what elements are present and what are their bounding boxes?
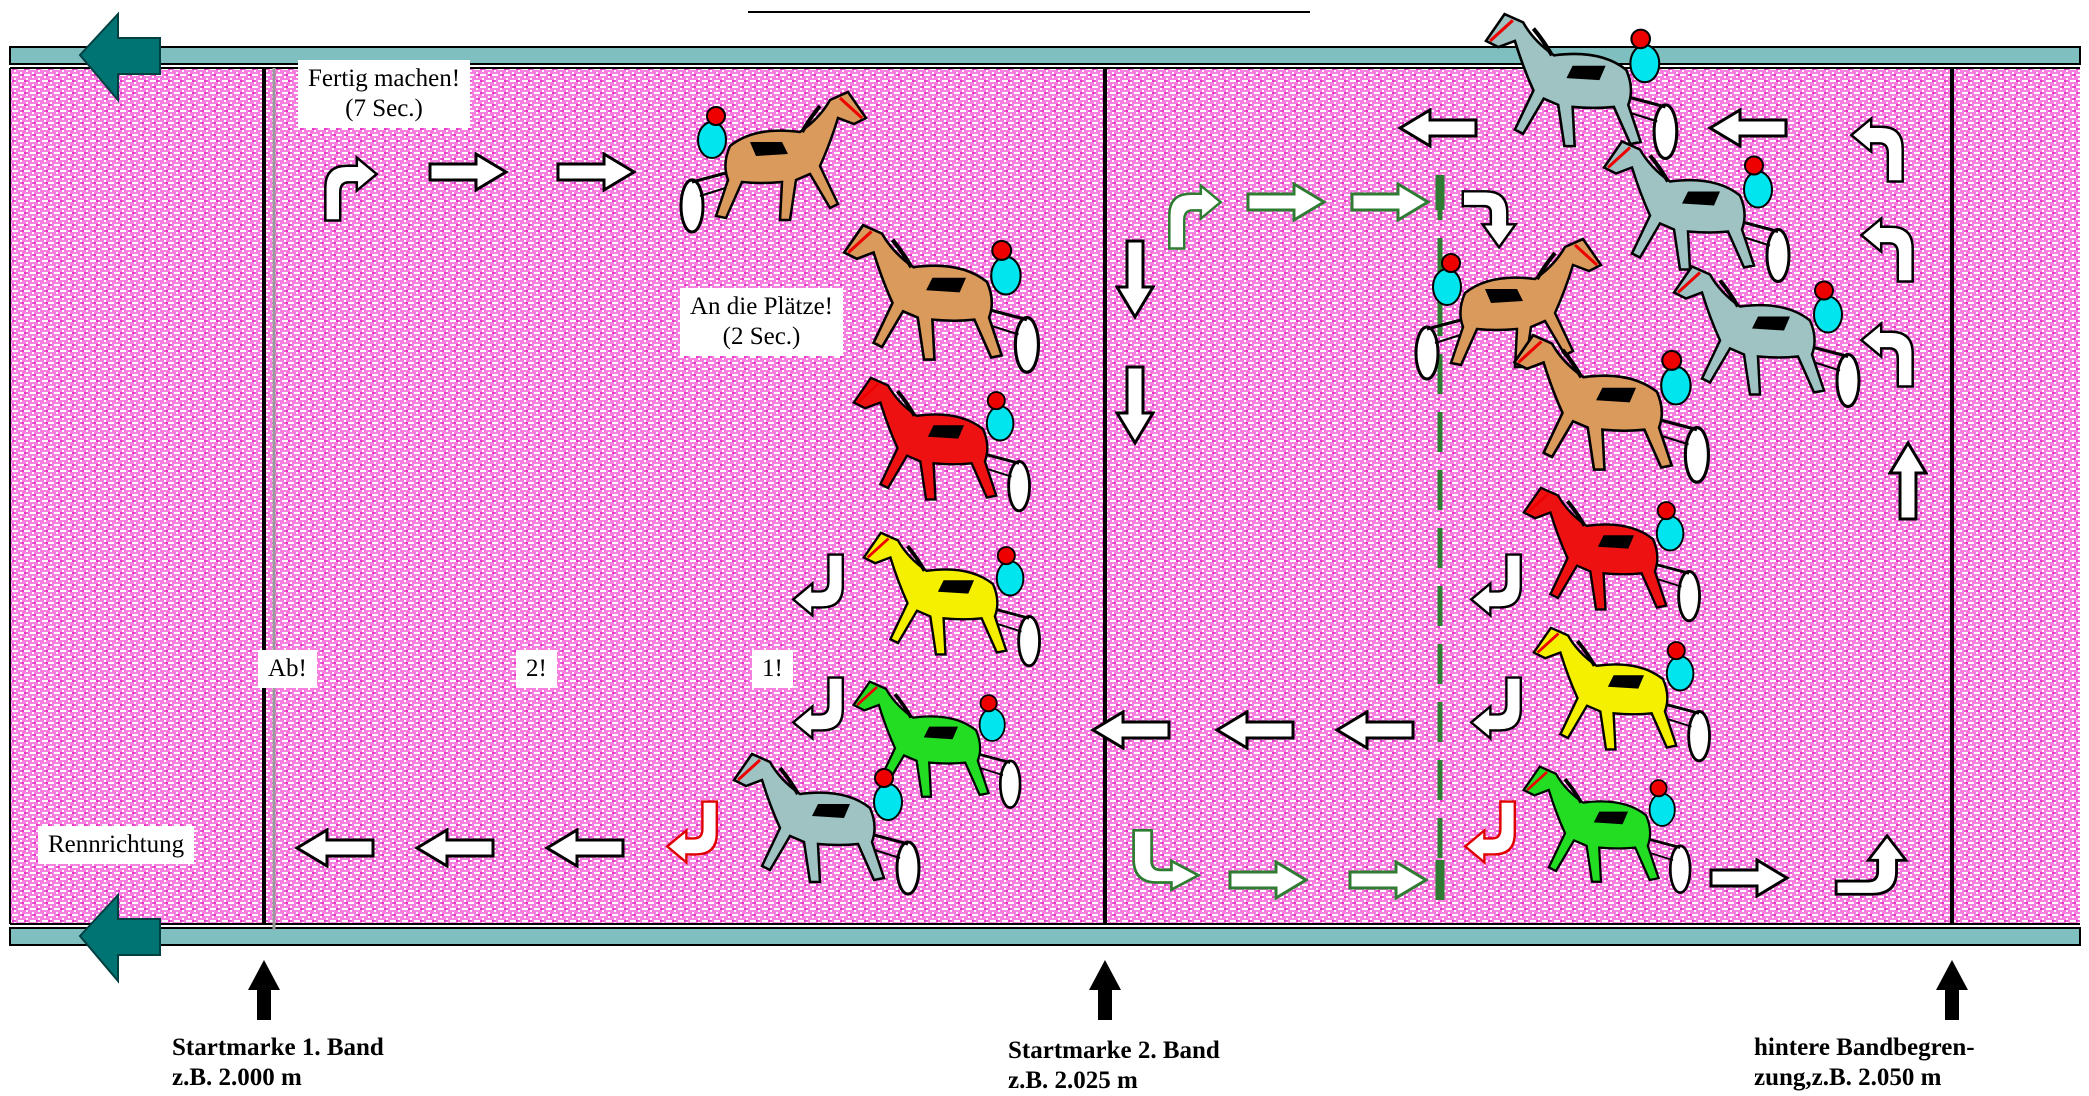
rear-boundary-title: hintere Bandbegren- <box>1754 1033 1975 1063</box>
start-marker-2-title: Startmarke 2. Band <box>1008 1036 1220 1066</box>
start-marker-1-distance: z.B. 2.000 m <box>172 1063 384 1093</box>
go-label: Ab! <box>258 650 317 688</box>
count-one-label: 1! <box>752 650 793 688</box>
places-label-line1: An die Plätze! <box>690 292 833 322</box>
up-arrow-icon <box>1936 960 1968 1020</box>
up-arrow-icon <box>248 960 280 1020</box>
start-marker-2-caption: Startmarke 2. Band z.B. 2.025 m <box>1008 1036 1220 1096</box>
race-direction-label: Rennrichtung <box>38 826 194 864</box>
start-marker-2-distance: z.B. 2.025 m <box>1008 1066 1220 1096</box>
ready-label-line2: (7 Sec.) <box>308 94 460 124</box>
up-arrow-icon <box>1089 960 1121 1020</box>
places-label-line2: (2 Sec.) <box>690 322 833 352</box>
rear-boundary-distance: zung,z.B. 2.050 m <box>1754 1063 1975 1093</box>
bottom-rail <box>10 928 2080 945</box>
places-label: An die Plätze! (2 Sec.) <box>680 288 843 356</box>
rear-boundary-caption: hintere Bandbegren- zung,z.B. 2.050 m <box>1754 1033 1975 1093</box>
ready-label-line1: Fertig machen! <box>308 64 460 94</box>
count-two-label: 2! <box>516 650 557 688</box>
start-marker-1-title: Startmarke 1. Band <box>172 1033 384 1063</box>
ready-label: Fertig machen! (7 Sec.) <box>298 60 470 128</box>
start-marker-1-caption: Startmarke 1. Band z.B. 2.000 m <box>172 1033 384 1093</box>
